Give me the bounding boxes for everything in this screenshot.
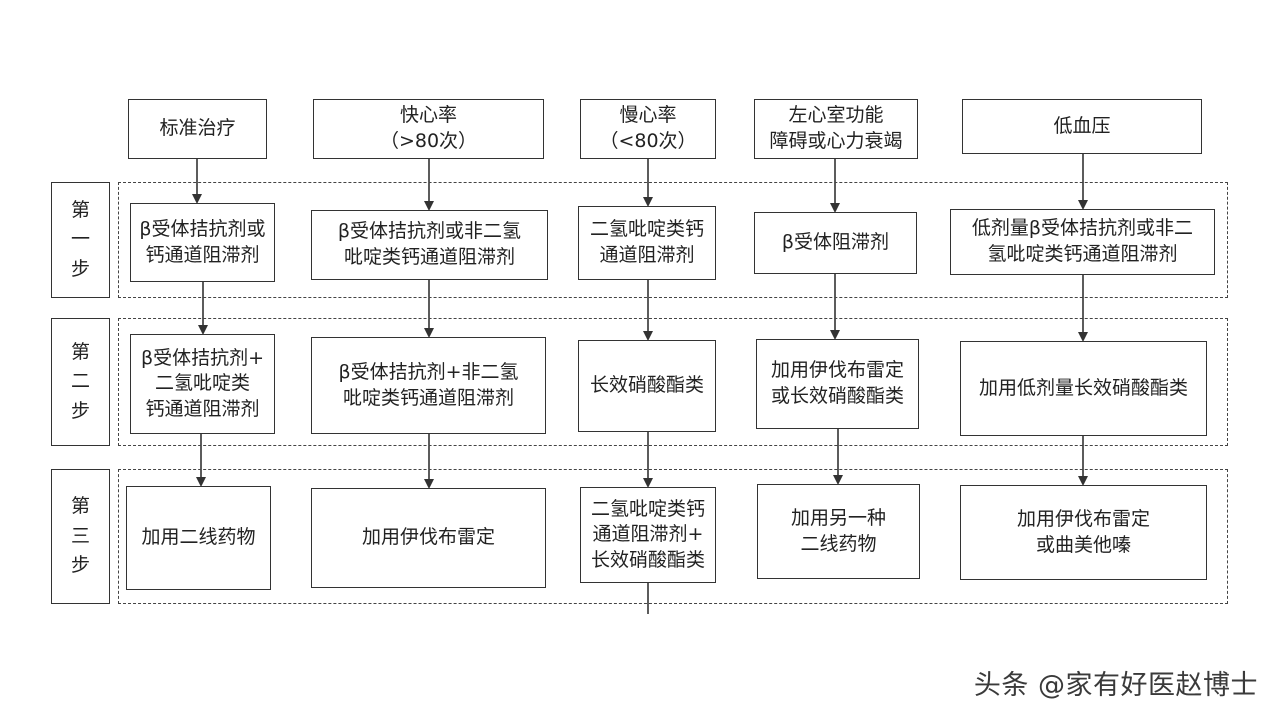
header-fast-heart-rate-text: 快心率 （>80次）: [379, 104, 478, 152]
step-3-label-text: 第 三 步: [70, 495, 90, 577]
step2-lv-dysfunction: 加用伊伐布雷定 或长效硝酸酯类: [756, 339, 919, 429]
step3-lv-dysfunction-text: 加用另一种 二线药物: [790, 506, 886, 555]
step-1-label: 第 一 步: [51, 182, 110, 298]
step-1-band: [118, 182, 1228, 298]
step3-hypotension: 加用伊伐布雷定 或曲美他嗪: [960, 485, 1207, 580]
watermark-text: 头条 @家有好医赵博士: [973, 670, 1258, 701]
header-standard-treatment: 标准治疗: [128, 99, 267, 159]
step1-lv-dysfunction-text: β受体阻滞剂: [781, 231, 890, 254]
step3-fast-heart-rate: 加用伊伐布雷定: [311, 488, 546, 588]
header-slow-heart-rate: 慢心率 （<80次）: [580, 99, 716, 159]
step2-standard-treatment: β受体拮抗剂+ 二氢吡啶类 钙通道阻滞剂: [130, 334, 275, 434]
step-1-label-text: 第 一 步: [70, 198, 90, 280]
step3-hypotension-text: 加用伊伐布雷定 或曲美他嗪: [1016, 507, 1150, 556]
header-hypotension-text: 低血压: [1053, 114, 1111, 137]
step2-hypotension: 加用低剂量长效硝酸酯类: [960, 341, 1207, 436]
step-3-band: [118, 469, 1228, 604]
step3-fast-heart-rate-text: 加用伊伐布雷定: [361, 526, 495, 549]
step1-standard-treatment-text: β受体拮抗剂或 钙通道阻滞剂: [139, 217, 266, 266]
step3-slow-heart-rate: 二氢吡啶类钙 通道阻滞剂+ 长效硝酸酯类: [580, 487, 716, 583]
step-2-label-text: 第 二 步: [70, 340, 90, 422]
step2-slow-heart-rate-text: 长效硝酸酯类: [589, 374, 704, 397]
step1-fast-heart-rate: β受体拮抗剂或非二氢 吡啶类钙通道阻滞剂: [311, 210, 548, 280]
header-lv-dysfunction: 左心室功能 障碍或心力衰竭: [754, 99, 918, 159]
step1-slow-heart-rate-text: 二氢吡啶类钙 通道阻滞剂: [589, 218, 704, 266]
step2-slow-heart-rate: 长效硝酸酯类: [578, 340, 716, 432]
step-3-label: 第 三 步: [51, 469, 110, 604]
step2-fast-heart-rate-text: β受体拮抗剂+非二氢 吡啶类钙通道阻滞剂: [338, 360, 519, 409]
step1-fast-heart-rate-text: β受体拮抗剂或非二氢 吡啶类钙通道阻滞剂: [337, 220, 522, 268]
step1-slow-heart-rate: 二氢吡啶类钙 通道阻滞剂: [578, 206, 716, 280]
step2-standard-treatment-text: β受体拮抗剂+ 二氢吡啶类 钙通道阻滞剂: [140, 346, 265, 420]
header-standard-treatment-text: 标准治疗: [159, 117, 236, 140]
step1-standard-treatment: β受体拮抗剂或 钙通道阻滞剂: [130, 203, 275, 282]
step3-standard-treatment-text: 加用二线药物: [141, 526, 256, 549]
step-2-band: [118, 318, 1228, 446]
step2-hypotension-text: 加用低剂量长效硝酸酯类: [978, 376, 1188, 399]
header-slow-heart-rate-text: 慢心率 （<80次）: [599, 104, 697, 152]
step3-lv-dysfunction: 加用另一种 二线药物: [757, 484, 920, 579]
step1-hypotension-text: 低剂量β受体拮抗剂或非二 氢吡啶类钙通道阻滞剂: [971, 217, 1194, 265]
step1-lv-dysfunction: β受体阻滞剂: [754, 212, 917, 274]
step3-slow-heart-rate-text: 二氢吡啶类钙 通道阻滞剂+ 长效硝酸酯类: [590, 497, 705, 571]
step1-hypotension: 低剂量β受体拮抗剂或非二 氢吡啶类钙通道阻滞剂: [950, 209, 1215, 275]
step2-lv-dysfunction-text: 加用伊伐布雷定 或长效硝酸酯类: [770, 359, 904, 407]
arrow-group: [192, 154, 1088, 614]
header-fast-heart-rate: 快心率 （>80次）: [313, 99, 544, 159]
header-lv-dysfunction-text: 左心室功能 障碍或心力衰竭: [769, 104, 903, 152]
step3-standard-treatment: 加用二线药物: [126, 486, 271, 590]
step-2-label: 第 二 步: [51, 318, 110, 446]
header-hypotension: 低血压: [962, 99, 1202, 154]
step2-fast-heart-rate: β受体拮抗剂+非二氢 吡啶类钙通道阻滞剂: [311, 337, 546, 434]
